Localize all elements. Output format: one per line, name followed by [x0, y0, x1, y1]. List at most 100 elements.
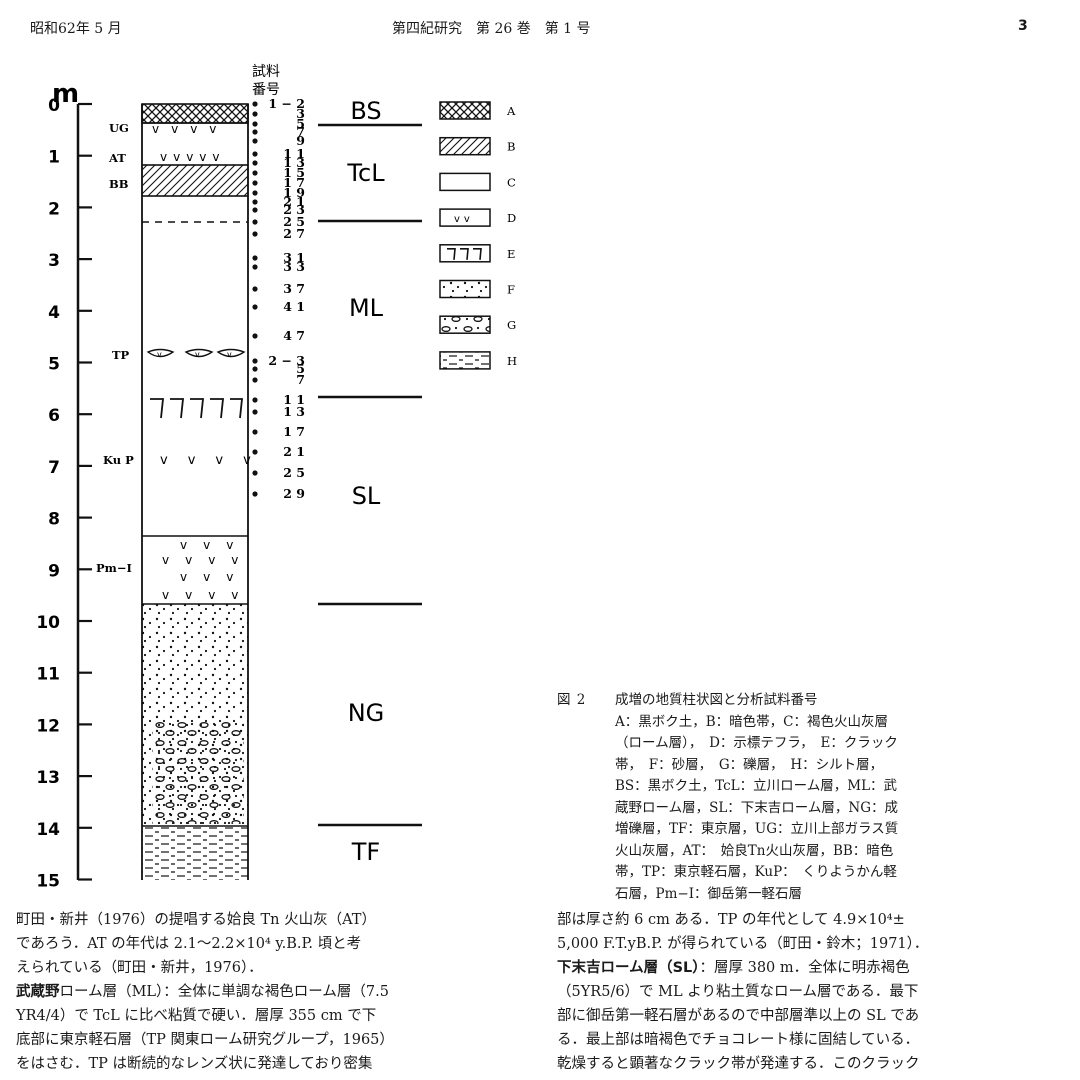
sample-dot [252, 397, 257, 402]
depth-tick-label: 15 [36, 872, 60, 892]
svg-text:vvvvv: vvvvv [160, 150, 226, 164]
depth-tick-label: 13 [36, 768, 60, 788]
sample-dot [252, 409, 257, 414]
svg-text:v: v [227, 350, 232, 359]
depth-tick-label: 14 [36, 820, 60, 840]
sample-dot [252, 121, 257, 126]
layer-label: Pm−I [96, 561, 132, 575]
sample-number: 3 3 [283, 259, 305, 274]
caption-line: 火山灰層，AT： 姶良Tn火山灰層，BB：暗色 [615, 841, 1057, 863]
caption-line: 増礫層，TF：東京層，UG：立川上部ガラス質 [615, 819, 1057, 841]
caption-line: 石層，Pm−I：御岳第一軽石層 [615, 884, 1057, 906]
sample-dot [252, 286, 257, 291]
text-line: をはさむ．TP は断続的なレンズ状に発達しており密集 [16, 1052, 536, 1076]
layer-label: Ku P [103, 453, 134, 467]
legend-swatch [440, 245, 490, 262]
legend: ABCvvDEFGH [440, 102, 517, 369]
sample-dot [252, 180, 257, 185]
text-line: えられている（町田・新井，1976）． [16, 956, 536, 980]
legend-key: B [507, 140, 515, 154]
formation-label: SL [352, 482, 381, 510]
depth-tick-label: 3 [48, 251, 60, 271]
sample-dot [252, 207, 257, 212]
sample-dot [252, 449, 257, 454]
sample-dot [252, 219, 257, 224]
depth-tick-label: 7 [48, 458, 60, 478]
sample-dot [252, 255, 257, 260]
body-text-left-column: 町田・新井（1976）の提唱する姶良 Tn 火山灰（AT） であろう．AT の年… [16, 908, 536, 1076]
caption-line: 帯， F：砂層， G：礫層， H：シルト層， [615, 755, 1057, 777]
depth-tick-label: 8 [48, 510, 60, 530]
text-line: YR4/4）で TcL に比べ粘質で硬い．層厚 355 cm で下 [16, 1004, 536, 1028]
sample-dot [252, 151, 257, 156]
legend-key: G [507, 318, 516, 332]
depth-tick-label: 12 [36, 716, 60, 736]
caption-line: 帯，TP：東京軽石層，KuP： くりようかん軽 [615, 862, 1057, 884]
depth-tick-label: 2 [48, 199, 60, 219]
legend-key: E [507, 247, 515, 261]
sample-number: 2 5 [283, 465, 305, 480]
svg-text:vvvv: vvvv [152, 122, 228, 136]
legend-swatch [440, 352, 490, 369]
sample-header-line-1: 試料 [252, 64, 280, 80]
depth-tick-label: 4 [48, 303, 60, 323]
depth-tick-label: 0 [48, 96, 60, 116]
layer-label: AT [108, 151, 126, 165]
formation-label: ML [349, 294, 384, 322]
sample-dot [252, 304, 257, 309]
caption-line: A：黒ボク土，B：暗色帯，C：褐色火山灰層 [615, 712, 1057, 734]
bold-term: 武蔵野 [16, 984, 60, 1000]
legend-key: F [507, 283, 515, 297]
sample-number: 3 7 [283, 281, 305, 296]
legend-swatch [440, 102, 490, 119]
sample-dot [252, 138, 257, 143]
depth-tick-label: 11 [36, 665, 60, 685]
sample-dot [252, 101, 257, 106]
sample-dot [252, 358, 257, 363]
caption-line: BS：黒ボク土，TcL：立川ローム層，ML：武 [615, 776, 1057, 798]
sample-number: 2 7 [283, 226, 305, 241]
legend-item: G [440, 316, 516, 333]
depth-tick-label: 6 [48, 406, 60, 426]
svg-text:vvv: vvv [180, 538, 249, 552]
sample-header: 試料 番号 [252, 64, 280, 98]
legend-swatch [440, 173, 490, 190]
text-line: 武蔵野ローム層（ML）：全体に単調な褐色ローム層（7.5 [16, 980, 536, 1004]
sample-dot [252, 366, 257, 371]
caption-line: 蔵野ローム層，SL：下末吉ローム層，NG：成 [615, 798, 1057, 820]
layer-label: BB [109, 177, 129, 191]
svg-text:vvvv: vvvv [162, 588, 254, 602]
depth-tick-label: 9 [48, 561, 60, 581]
sample-numbers: 1 − 235791 11 31 51 71 92 12 32 52 73 13… [252, 96, 305, 501]
legend-item: E [440, 245, 515, 262]
legend-item: H [440, 352, 517, 369]
depth-tick-label: 10 [36, 613, 60, 633]
svg-text:vvvv: vvvv [162, 553, 254, 567]
sample-number: 2 9 [283, 486, 305, 501]
legend-item: vvD [440, 209, 516, 226]
sample-number: 7 [296, 372, 305, 387]
legend-item: F [440, 281, 515, 298]
legend-item: A [440, 102, 516, 119]
svg-text:vv: vv [454, 214, 474, 225]
sample-dot [252, 231, 257, 236]
body-text-right-column: 部は厚さ約 6 cm ある．TP の年代として 4.9×10⁴± 5,000 F… [557, 908, 1067, 1076]
depth-axis: m 0123456789101112131415 [36, 79, 92, 892]
svg-text:v: v [157, 350, 162, 359]
svg-text:v: v [195, 350, 200, 359]
layer-label: TP [112, 348, 130, 362]
sample-dot [252, 429, 257, 434]
bold-term: 下末吉ローム層（SL） [557, 960, 700, 976]
caption-line: （ローム層）， D：示標テフラ， E：クラック [615, 733, 1057, 755]
legend-key: H [507, 354, 517, 368]
caption-line: 成増の地質柱状図と分析試料番号 [615, 690, 1057, 712]
sample-dot [252, 199, 257, 204]
sample-dot [252, 264, 257, 269]
sample-dot [252, 160, 257, 165]
text-line: る．最上部は暗褐色でチョコレート様に固結している． [557, 1028, 1067, 1052]
text-line: であろう．AT の年代は 2.1〜2.2×10⁴ y.B.P. 頃と考 [16, 932, 536, 956]
legend-swatch [440, 316, 490, 333]
sample-number: 1 7 [283, 424, 305, 439]
